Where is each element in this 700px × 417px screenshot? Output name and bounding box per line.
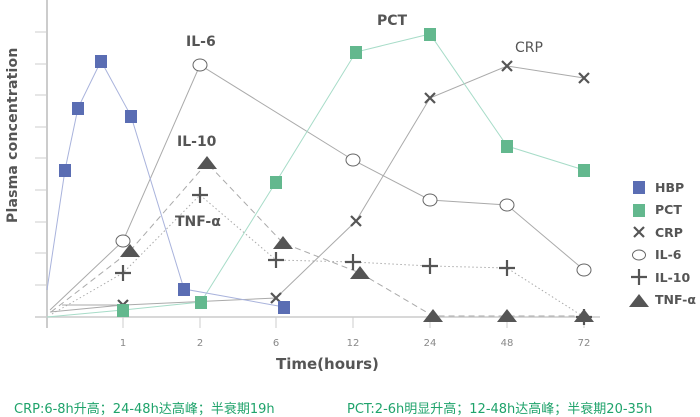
plus-marker-icon bbox=[268, 252, 284, 268]
x-tick-label: 24 bbox=[424, 338, 437, 349]
legend-item-il6: IL-6 bbox=[627, 244, 696, 267]
square-marker-icon bbox=[117, 304, 129, 317]
square-marker-icon bbox=[72, 102, 84, 115]
triangle-marker-icon bbox=[574, 309, 594, 322]
circle-marker-icon bbox=[192, 58, 208, 72]
triangle-icon bbox=[627, 291, 651, 309]
square-marker-icon bbox=[195, 296, 207, 309]
series-line-pct bbox=[46, 33, 585, 318]
circle-marker-icon bbox=[499, 198, 515, 212]
crp-footnote: CRP:6-8h升高；24-48h达高峰；半衰期19h bbox=[14, 402, 275, 417]
circle-icon bbox=[627, 246, 651, 264]
label-crp: CRP bbox=[515, 40, 543, 56]
triangle-marker-icon bbox=[497, 309, 517, 322]
circle-marker-icon bbox=[115, 234, 131, 248]
plus-marker-icon bbox=[499, 260, 515, 276]
triangle-marker-icon bbox=[350, 266, 370, 279]
square-icon bbox=[627, 201, 651, 219]
legend-label: HBP bbox=[655, 179, 685, 195]
triangle-marker-icon bbox=[423, 309, 443, 322]
series-line-crp bbox=[49, 65, 585, 313]
legend: HBP PCT CRP IL-6 IL-10 TNF-α bbox=[627, 176, 696, 311]
legend-item-il10: IL-10 bbox=[627, 266, 696, 289]
triangle-marker-icon bbox=[273, 236, 293, 249]
series-line-hbp bbox=[46, 59, 285, 308]
square-marker-icon bbox=[350, 46, 362, 59]
square-marker-icon bbox=[178, 283, 190, 296]
label-il6: IL-6 bbox=[186, 34, 216, 50]
square-marker-icon bbox=[125, 110, 137, 123]
legend-label: PCT bbox=[655, 202, 682, 218]
x-marker-icon bbox=[424, 92, 436, 104]
square-marker-icon bbox=[59, 164, 71, 177]
series-line-il-10 bbox=[51, 194, 585, 318]
plus-marker-icon bbox=[115, 265, 131, 281]
square-icon bbox=[627, 178, 651, 196]
legend-item-hbp: HBP bbox=[627, 176, 696, 199]
legend-item-pct: PCT bbox=[627, 199, 696, 222]
x-tick-label: 2 bbox=[197, 338, 203, 349]
triangle-marker-icon bbox=[120, 244, 140, 257]
series-lines bbox=[46, 33, 585, 318]
circle-marker-icon bbox=[345, 153, 361, 167]
x-tick-label: 6 bbox=[273, 338, 279, 349]
x-tick-label: 1 bbox=[120, 338, 126, 349]
x-tick-label: 48 bbox=[501, 338, 514, 349]
series-line-tnf-α bbox=[50, 162, 584, 317]
x-tick-label: 72 bbox=[578, 338, 591, 349]
circle-marker-icon bbox=[576, 263, 592, 277]
triangle-marker-icon bbox=[197, 156, 217, 169]
legend-label: TNF-α bbox=[655, 292, 696, 308]
square-marker-icon bbox=[278, 301, 290, 314]
label-il10: IL-10 bbox=[177, 134, 217, 150]
y-axis-label: Plasma concentration bbox=[5, 47, 21, 223]
plus-marker-icon bbox=[422, 258, 438, 274]
x-mark-icon bbox=[627, 223, 651, 241]
square-marker-icon bbox=[95, 55, 107, 68]
circle-marker-icon bbox=[422, 193, 438, 207]
square-marker-icon bbox=[578, 164, 590, 177]
x-axis-label: Time(hours) bbox=[276, 355, 379, 373]
legend-label: IL-10 bbox=[655, 269, 691, 285]
plus-icon bbox=[627, 268, 651, 286]
series-markers bbox=[59, 28, 594, 325]
square-marker-icon bbox=[424, 28, 436, 41]
pct-footnote: PCT:2-6h明显升高；12-48h达高峰；半衰期20-35h bbox=[347, 402, 653, 417]
x-tick-label: 12 bbox=[347, 338, 360, 349]
plus-marker-icon bbox=[192, 187, 208, 203]
x-marker-icon bbox=[578, 72, 590, 84]
legend-item-tnf: TNF-α bbox=[627, 289, 696, 312]
square-marker-icon bbox=[270, 176, 282, 189]
square-marker-icon bbox=[501, 140, 513, 153]
legend-item-crp: CRP bbox=[627, 221, 696, 244]
x-marker-icon bbox=[350, 215, 362, 227]
label-tnf: TNF-α bbox=[175, 214, 221, 230]
legend-label: CRP bbox=[655, 224, 683, 240]
x-marker-icon bbox=[501, 60, 513, 72]
plus-marker-icon bbox=[345, 254, 361, 270]
legend-label: IL-6 bbox=[655, 247, 682, 263]
label-pct: PCT bbox=[377, 13, 408, 29]
